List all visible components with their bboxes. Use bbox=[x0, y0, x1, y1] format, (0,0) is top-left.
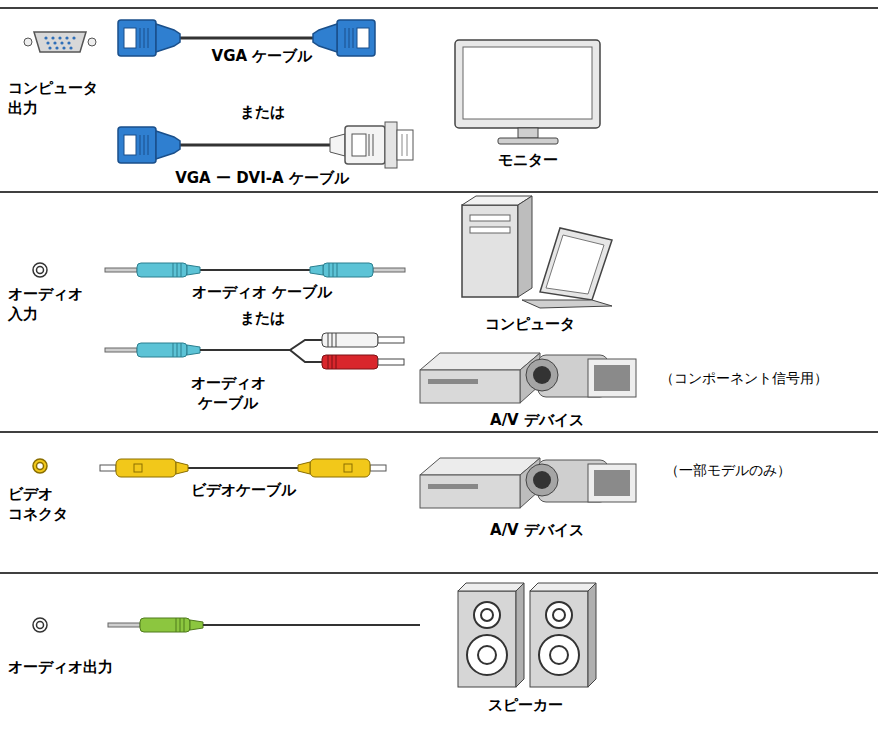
device-label: コンピュータ bbox=[485, 314, 575, 334]
note-text: （コンポーネント信号用） bbox=[660, 368, 828, 388]
port-label: コンピュータ 出力 bbox=[8, 78, 98, 118]
note-text: （一部モデルのみ） bbox=[665, 460, 791, 480]
cable-label: VGA ー DVI-A ケーブル bbox=[175, 168, 349, 188]
port-label: ビデオ コネクタ bbox=[8, 484, 68, 524]
device-label: A/V デバイス bbox=[490, 520, 584, 540]
cable-label: VGA ケーブル bbox=[212, 46, 313, 66]
device-label: モニター bbox=[498, 150, 558, 170]
alternative-text: または bbox=[240, 308, 285, 328]
port-label: オーディオ出力 bbox=[8, 657, 113, 677]
cable-label: ビデオケーブル bbox=[191, 480, 296, 500]
port-label: オーディオ 入力 bbox=[8, 284, 83, 324]
cable-label: オーディオ ケーブル bbox=[192, 282, 332, 302]
device-label: A/V デバイス bbox=[490, 410, 584, 430]
alternative-text: または bbox=[240, 102, 285, 122]
device-label: スピーカー bbox=[488, 695, 563, 715]
cable-label: オーディオ ケーブル bbox=[191, 373, 266, 413]
